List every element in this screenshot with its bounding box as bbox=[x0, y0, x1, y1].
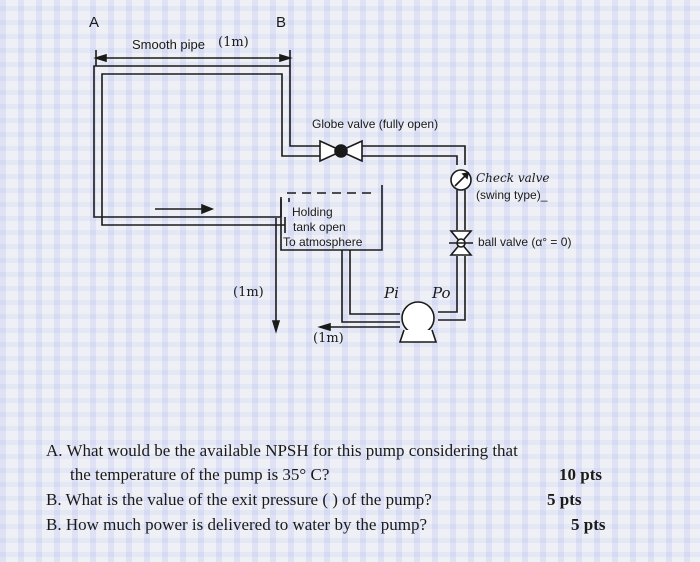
vertical-dimension-label: (1m) bbox=[233, 285, 264, 300]
suction-dimension-label: (1m) bbox=[313, 331, 344, 346]
pipe-outer bbox=[93, 65, 330, 218]
point-b-label: B bbox=[276, 14, 287, 31]
globe-valve-label: Globe valve (fully open) bbox=[312, 117, 439, 131]
smooth-pipe-label: Smooth pipe bbox=[132, 37, 205, 52]
check-valve-type: (swing type)_ bbox=[476, 188, 548, 202]
globe-valve-icon bbox=[319, 139, 344, 163]
question-a-line2: the temperature of the pump is 35° C? bbox=[70, 465, 330, 484]
pump-icon bbox=[401, 301, 435, 335]
tank-label-line1: Holding bbox=[292, 205, 333, 219]
smooth-pipe-length: (1m) bbox=[218, 35, 249, 50]
check-valve-label: Check valve bbox=[476, 171, 550, 185]
point-a-label: A bbox=[89, 14, 100, 31]
question-b-points: 5 pts bbox=[547, 490, 582, 509]
question-a-line1: A. What would be the available NPSH for … bbox=[46, 441, 518, 460]
question-b-line1: B. What is the value of the exit pressur… bbox=[46, 490, 432, 509]
suction-pipe bbox=[341, 250, 400, 323]
pump-outlet-pressure-label: Po bbox=[432, 284, 451, 302]
ball-valve-label: ball valve (α° = 0) bbox=[478, 235, 572, 249]
question-c-points: 5 pts bbox=[571, 515, 606, 534]
pump-inlet-pressure-label: Pi bbox=[384, 284, 399, 302]
question-a-points: 10 pts bbox=[559, 465, 602, 484]
ball-valve-icon bbox=[449, 230, 473, 245]
tank-label-line2: tank open bbox=[293, 220, 346, 234]
tank-label-line3: To atmosphere bbox=[283, 235, 363, 249]
question-c-line1: B. How much power is delivered to water … bbox=[46, 515, 427, 534]
holding-tank bbox=[280, 185, 383, 251]
pipe-inner bbox=[101, 73, 330, 226]
